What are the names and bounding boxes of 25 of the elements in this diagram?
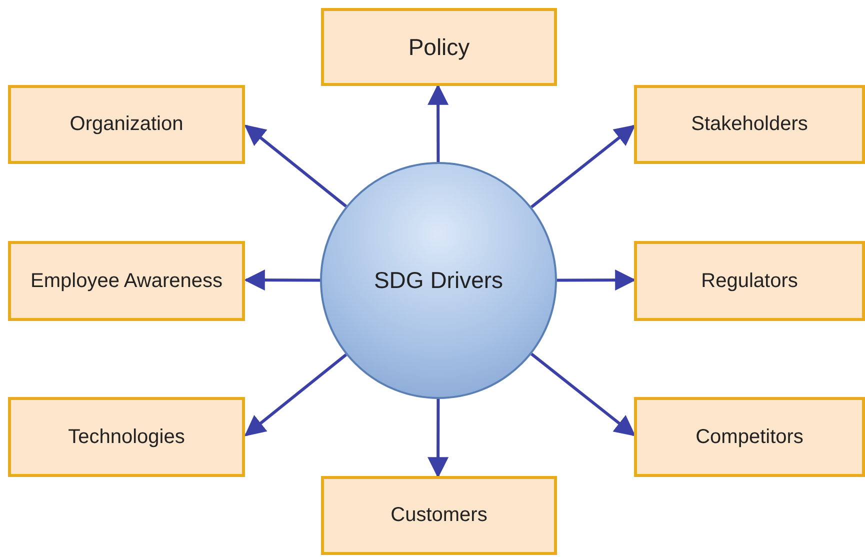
node-label: Customers	[390, 504, 488, 527]
arrow	[428, 399, 449, 478]
arrow	[557, 270, 636, 291]
node-box	[321, 8, 557, 86]
node-label: Organization	[70, 113, 184, 136]
node-label: Regulators	[701, 270, 798, 292]
node-box	[8, 397, 245, 477]
node-label: Policy	[408, 34, 470, 60]
node-box	[321, 476, 557, 555]
arrow	[244, 270, 320, 291]
node-label: Competitors	[696, 426, 804, 448]
arrow	[244, 124, 348, 208]
node-box	[634, 85, 865, 164]
node-box	[634, 397, 865, 477]
node-box	[8, 241, 245, 321]
arrow	[244, 354, 348, 436]
node-box	[8, 85, 245, 164]
node-label: Employee Awareness	[30, 270, 222, 292]
node-box	[634, 241, 865, 321]
arrow	[428, 84, 449, 162]
node-label: SDG Drivers	[374, 267, 504, 294]
node-label: Technologies	[68, 426, 185, 448]
node-label: Stakeholders	[691, 113, 808, 136]
arrow	[530, 352, 636, 436]
arrow	[530, 124, 636, 208]
